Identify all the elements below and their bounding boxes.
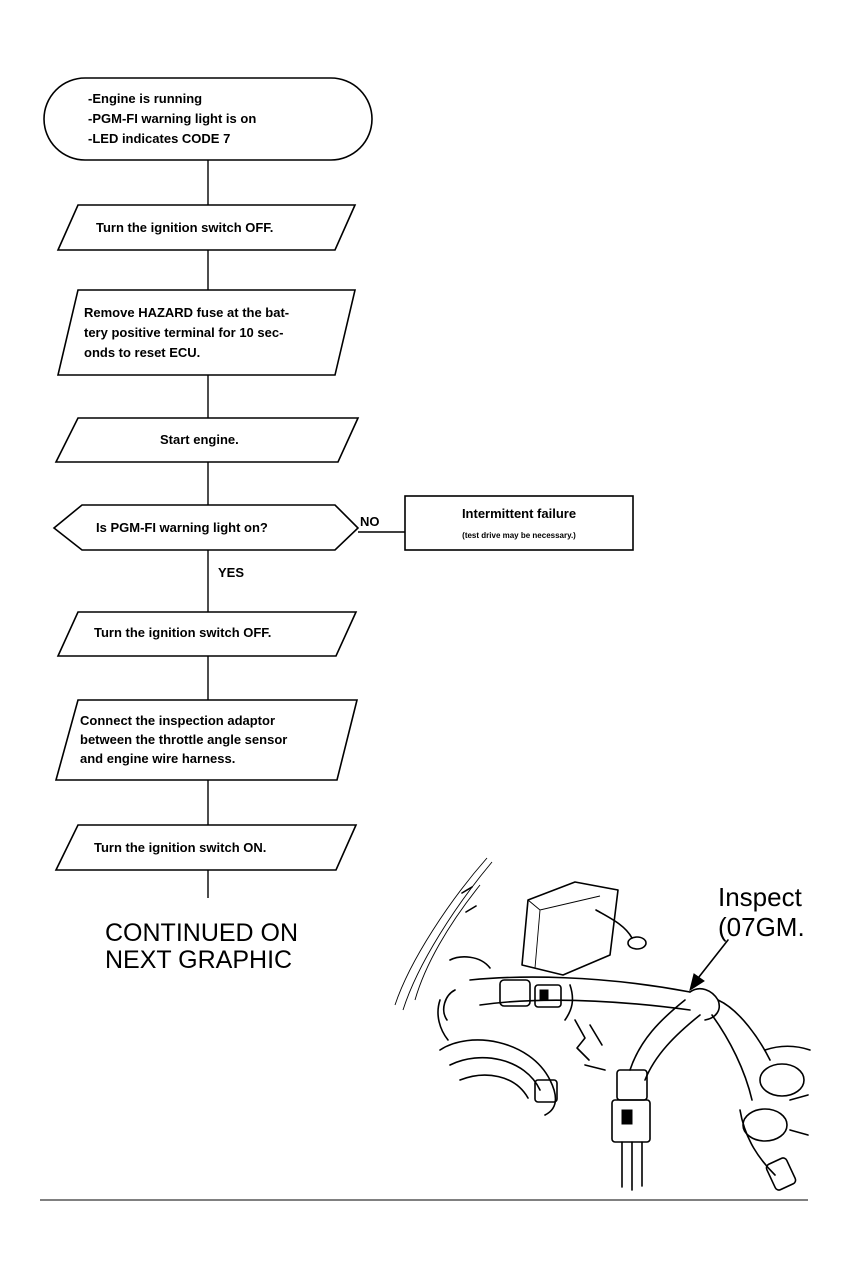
continued-note: CONTINUED ON NEXT GRAPHIC — [105, 919, 298, 974]
step-5-line-3: and engine wire harness. — [80, 751, 235, 766]
step-start-engine: Start engine. — [54, 417, 360, 463]
result-title: Intermittent failure — [462, 506, 576, 521]
result-intermittent-failure: Intermittent failure (test drive may be … — [404, 495, 634, 551]
step-4-text: Turn the ignition switch OFF. — [94, 625, 271, 640]
step-ignition-on: Turn the ignition switch ON. — [54, 824, 358, 871]
decision-question: Is PGM-FI warning light on? — [96, 520, 268, 535]
start-line-2: -PGM-FI warning light is on — [88, 111, 256, 126]
engine-harness-illustration: Inspect (07GM. — [394, 857, 811, 1191]
step-2-line-3: onds to reset ECU. — [84, 345, 200, 360]
step-5-line-2: between the throttle angle sensor — [80, 732, 287, 747]
decision-warning-light: Is PGM-FI warning light on? NO YES — [52, 504, 380, 580]
step-connect-inspection-adaptor: Connect the inspection adaptor between t… — [54, 699, 359, 781]
continued-line-1: CONTINUED ON — [105, 919, 298, 947]
continued-line-2: NEXT GRAPHIC — [105, 946, 292, 974]
start-terminator: -Engine is running -PGM-FI warning light… — [43, 77, 373, 161]
decision-no-label: NO — [360, 514, 380, 529]
start-line-1: -Engine is running — [88, 91, 202, 106]
flow-connectors — [207, 160, 405, 898]
step-6-text: Turn the ignition switch ON. — [94, 840, 266, 855]
decision-yes-label: YES — [218, 565, 244, 580]
step-2-line-1: Remove HAZARD fuse at the bat- — [84, 305, 289, 320]
result-note: (test drive may be necessary.) — [462, 531, 576, 540]
step-ignition-off-1: Turn the ignition switch OFF. — [56, 204, 357, 251]
callout-line-2: (07GM. — [718, 912, 805, 942]
step-remove-hazard-fuse: Remove HAZARD fuse at the bat- tery posi… — [56, 289, 357, 376]
step-5-line-1: Connect the inspection adaptor — [80, 713, 275, 728]
step-2-line-2: tery positive terminal for 10 sec- — [84, 325, 283, 340]
step-1-text: Turn the ignition switch OFF. — [96, 220, 273, 235]
start-line-3: -LED indicates CODE 7 — [88, 131, 230, 146]
callout-line-1: Inspect — [718, 882, 803, 912]
step-3-text: Start engine. — [160, 432, 239, 447]
step-ignition-off-2: Turn the ignition switch OFF. — [56, 611, 358, 657]
